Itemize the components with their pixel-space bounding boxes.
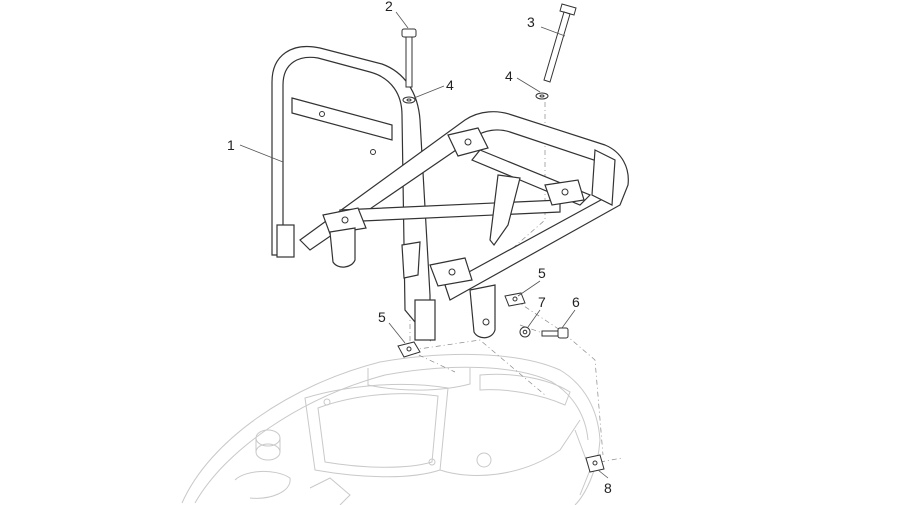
callout-2: 2	[385, 0, 393, 14]
washer-part-7	[519, 326, 531, 338]
callout-5a: 5	[378, 309, 386, 325]
callout-8: 8	[604, 480, 612, 496]
rear-rack-part-1	[271, 46, 629, 342]
callout-labels: 1 2 3 4 4 5 5 6 7 8	[227, 0, 612, 496]
callout-5b: 5	[538, 265, 546, 281]
callout-4b: 4	[505, 68, 513, 84]
callout-3: 3	[527, 14, 535, 30]
screw-part-6	[541, 327, 569, 339]
callout-7: 7	[538, 294, 546, 310]
bolt-part-2	[401, 28, 417, 88]
scooter-body-ghost	[181, 353, 601, 505]
clip-nut-part-5b	[504, 292, 526, 307]
leader-lines	[239, 11, 609, 479]
washer-part-4b	[535, 92, 549, 100]
clip-part-8	[585, 454, 605, 473]
long-bolt-part-3	[543, 3, 577, 83]
callout-6: 6	[572, 294, 580, 310]
callout-4a: 4	[446, 77, 454, 93]
clip-nut-part-5a	[397, 341, 421, 358]
washer-part-4a	[402, 96, 416, 104]
callout-1: 1	[227, 137, 235, 153]
